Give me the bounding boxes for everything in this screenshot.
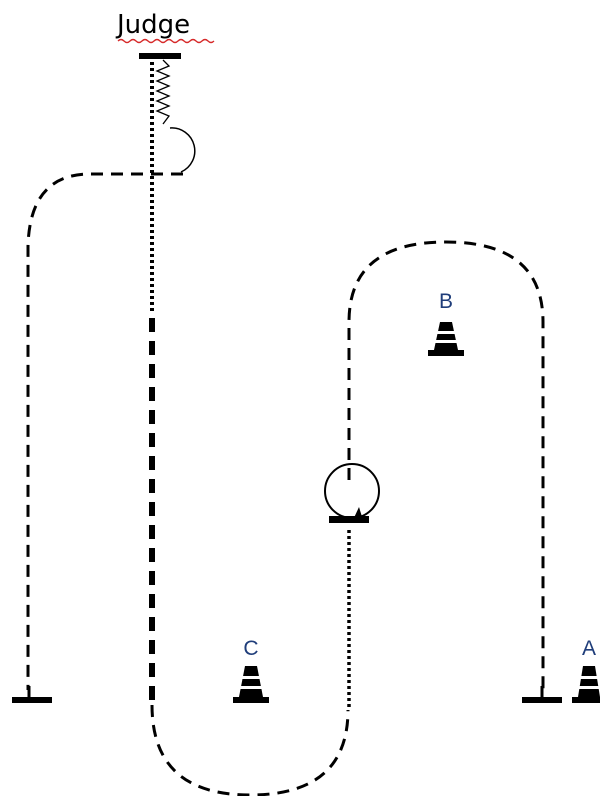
right-halt-bar — [522, 697, 562, 703]
spellcheck-underline — [117, 38, 215, 44]
cone-b-label: B — [439, 290, 453, 313]
left-dashed-path — [26, 172, 183, 690]
judge-label: Judge — [115, 10, 190, 40]
bottom-u-turn-path — [150, 704, 350, 796]
cone-a-icon — [578, 666, 600, 697]
circle-turn — [324, 463, 380, 519]
cone-a-label: A — [582, 637, 596, 660]
judge-position-bar — [139, 53, 181, 59]
cone-c: C — [233, 637, 269, 703]
cone-a: A — [572, 637, 600, 703]
cone-b-icon — [434, 322, 458, 350]
cone-b: B — [428, 290, 464, 356]
circle-arrow-icon — [353, 507, 363, 520]
cone-c-label: C — [243, 637, 258, 660]
right-arch-path — [347, 240, 545, 690]
circle-halt-bar — [329, 516, 369, 523]
halt-zigzag-marker — [155, 59, 171, 125]
left-halt-bar — [12, 697, 52, 703]
turn-arc — [169, 127, 196, 173]
cone-c-icon — [239, 666, 263, 697]
